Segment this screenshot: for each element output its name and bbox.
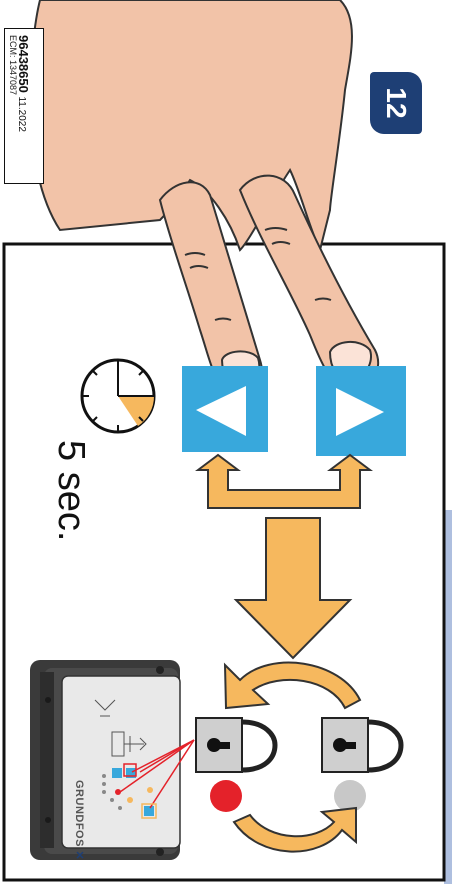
step-badge: 12: [370, 72, 422, 134]
curved-arrow-top-icon: [223, 661, 362, 710]
unlock-icon: [321, 717, 404, 773]
lock-icon: [195, 717, 278, 773]
down-arrow-icon: [233, 517, 353, 660]
document-label: 96438650 11.2022 ECM: 1347087: [4, 28, 44, 184]
brand-logo: GRUNDFOS ✕: [73, 780, 85, 861]
led-grey-icon: [334, 780, 366, 812]
hold-time-label: 5 sec.: [50, 440, 92, 542]
led-red-icon: [210, 780, 242, 812]
controller-icon: [30, 660, 195, 860]
clock-icon: [80, 358, 156, 434]
brand-x-icon: ✕: [73, 850, 85, 861]
button-left-icon: [182, 366, 268, 452]
curved-arrow-bottom-icon: [232, 806, 357, 853]
page-edge-blue: [444, 510, 452, 884]
button-right-icon: [316, 366, 406, 456]
ecm-number: ECM: 1347087: [8, 35, 18, 96]
step-number: 12: [381, 87, 412, 119]
document-code: 96438650 11.2022: [16, 35, 31, 132]
double-arrow-icon: [195, 453, 373, 509]
